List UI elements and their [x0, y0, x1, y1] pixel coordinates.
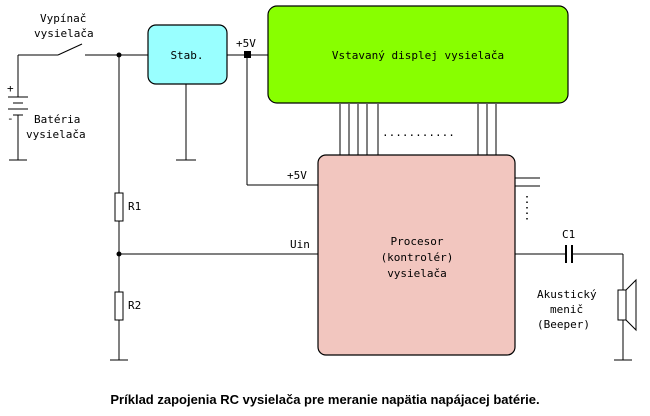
battery-label-line1: Batéria	[34, 113, 80, 126]
processor-label-line3: vysielača	[387, 267, 447, 280]
battery-plus-sign: +	[7, 82, 14, 95]
display-label: Vstavaný displej vysielača	[332, 49, 504, 62]
uin-label: Uin	[290, 238, 310, 251]
beeper-label-line3: (Beeper)	[537, 318, 590, 331]
caption: Príklad zapojenia RC vysielača pre meran…	[110, 392, 539, 407]
processor-label-line1: Procesor	[391, 235, 444, 248]
processor-output-lines	[515, 177, 540, 222]
battery-label-line2: vysielača	[26, 128, 86, 141]
c1-capacitor	[565, 245, 573, 263]
battery-minus-sign: -	[7, 112, 14, 125]
data-bus	[339, 104, 497, 155]
processor-block	[317, 154, 516, 356]
c1-label: C1	[562, 228, 575, 241]
stabilizer-label: Stab.	[170, 49, 203, 62]
beeper-label-line2: menič	[550, 303, 583, 316]
switch-label-line1: Vypínač	[40, 12, 86, 25]
r1-resistor	[114, 192, 124, 222]
switch-symbol	[18, 43, 148, 56]
r1-label: R1	[128, 200, 141, 213]
plus5v-mid-label: +5V	[287, 169, 307, 182]
plus5v-top-label: +5V	[236, 37, 256, 50]
r2-resistor	[114, 291, 124, 321]
battery-symbol	[8, 55, 28, 160]
switch-label-line2: vysielača	[34, 27, 94, 40]
display-block	[267, 5, 569, 104]
beeper-label-line1: Akustický	[537, 288, 597, 301]
bus-dots: ...........	[382, 126, 455, 139]
processor-label-line2: (kontrolér)	[381, 251, 454, 264]
r2-label: R2	[128, 299, 141, 312]
plus5v-node	[244, 51, 251, 58]
speaker-icon	[617, 278, 637, 332]
